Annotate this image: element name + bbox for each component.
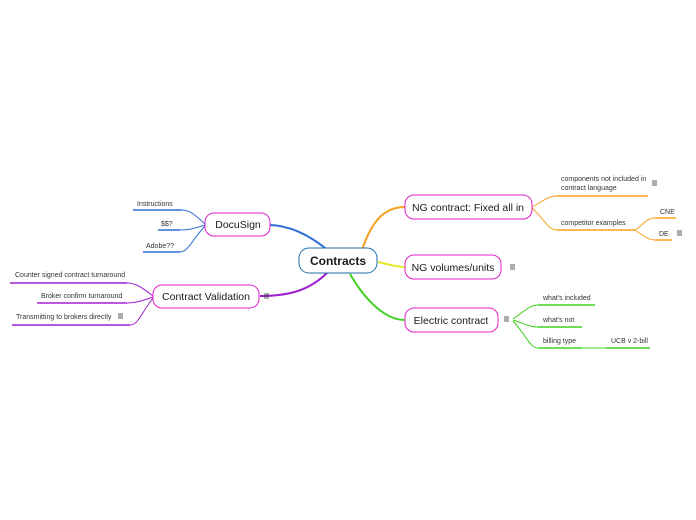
note-icon-components[interactable] (651, 180, 658, 186)
ng-components-line1[interactable]: components not included in (561, 176, 646, 183)
connector-competitor-cne (635, 217, 656, 231)
connector-electric-included (512, 304, 539, 320)
connector-docusign-money (179, 224, 206, 231)
connector-validation-broker (126, 296, 154, 304)
ng-fixed-label: NG contract: Fixed all in (412, 202, 524, 214)
center-node[interactable] (298, 247, 378, 274)
docusign-child-instructions[interactable]: Instructions (137, 201, 173, 208)
connector-validation (259, 271, 329, 297)
docusign-label: DocuSign (215, 219, 261, 231)
note-icon-ng-volumes[interactable] (509, 264, 516, 270)
connector-docusign-instructions (181, 209, 206, 225)
center-label: Contracts (310, 254, 366, 268)
electric-child-included[interactable]: what's included (542, 295, 591, 302)
connector-validation-counter (126, 282, 154, 297)
validation-child-counter[interactable]: Counter signed contract turnaround (15, 272, 125, 279)
ng-volumes-node[interactable] (404, 254, 502, 280)
connector-docusign-adobe (179, 225, 206, 253)
docusign-child-money[interactable]: $$? (161, 221, 173, 228)
connector-ng-volumes (377, 261, 406, 268)
billing-child-ucb[interactable]: UCB v 2-bill (611, 338, 648, 345)
connector-ng-components (531, 195, 558, 208)
note-icon-electric[interactable] (503, 316, 510, 322)
ng-components-line2[interactable]: contract language (561, 185, 617, 192)
connector-electric-billing (512, 320, 539, 349)
docusign-child-adobe[interactable]: Adobe?? (146, 243, 174, 250)
validation-child-broker[interactable]: Broker confirm turnaround (41, 293, 122, 300)
connector-ng-competitor (531, 207, 558, 231)
note-icon-validation[interactable] (263, 293, 270, 299)
ng-fixed-node[interactable] (404, 194, 533, 220)
connector-docusign (267, 224, 331, 253)
docusign-node[interactable] (204, 212, 271, 237)
connector-electric-not (512, 319, 539, 328)
validation-child-transmitting[interactable]: Transmitting to brokers directly (16, 314, 112, 321)
connector-validation-transmitting (129, 297, 154, 326)
validation-label: Contract Validation (162, 291, 250, 303)
ng-volumes-label: NG volumes/units (412, 262, 495, 274)
ng-competitor[interactable]: competitor examples (561, 220, 626, 227)
connector-ng-fixed (361, 206, 406, 251)
note-icon-de[interactable] (676, 230, 683, 236)
competitor-child-cne[interactable]: CNE (660, 209, 675, 216)
electric-child-not[interactable]: what's not (542, 317, 574, 324)
connector-electric (349, 273, 406, 321)
electric-child-billing[interactable]: billing type (543, 338, 576, 345)
connector-competitor-de (635, 230, 656, 241)
competitor-child-de[interactable]: DE (659, 231, 669, 238)
electric-label: Electric contract (414, 315, 489, 327)
note-icon-transmitting[interactable] (117, 313, 124, 319)
electric-node[interactable] (404, 307, 499, 333)
validation-node[interactable] (152, 284, 260, 309)
